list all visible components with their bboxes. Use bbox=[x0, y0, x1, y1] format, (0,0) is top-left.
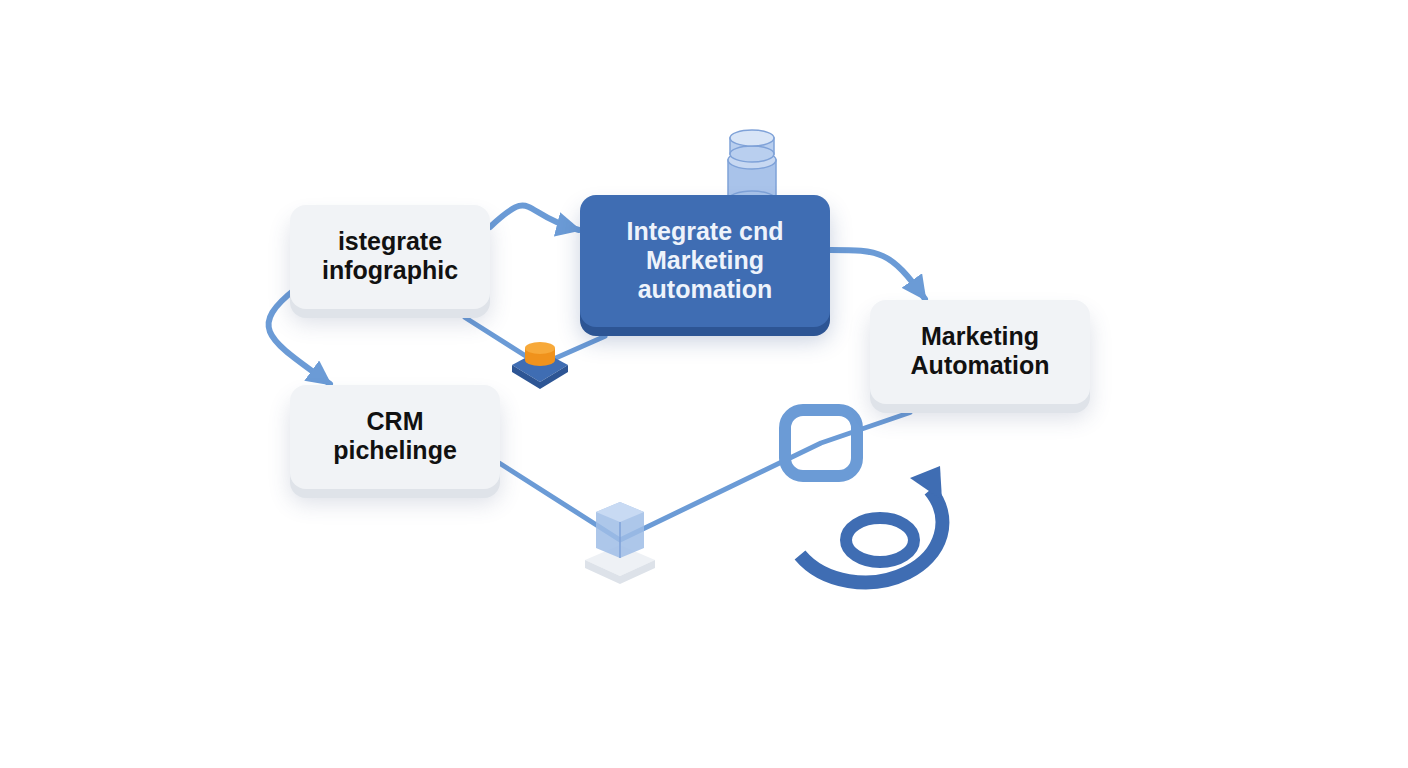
process-box: istegrate infographic bbox=[290, 205, 490, 309]
flow-arrow bbox=[830, 250, 925, 299]
process-box: Marketing Automation bbox=[870, 300, 1090, 404]
ring-connector bbox=[785, 410, 857, 476]
process-box: CRM pichelinge bbox=[290, 385, 500, 489]
cycle-arrow bbox=[800, 466, 942, 582]
highlight-box: Integrate cnd Marketing automation bbox=[580, 195, 830, 327]
glass-cube bbox=[585, 502, 655, 584]
box-label: Integrate cnd Marketing automation bbox=[600, 217, 810, 303]
box-label: Marketing Automation bbox=[890, 322, 1070, 380]
box-label: istegrate infographic bbox=[310, 227, 470, 285]
flow-arrow bbox=[490, 206, 579, 230]
orange-junction bbox=[512, 342, 568, 389]
link-line bbox=[465, 318, 605, 366]
box-label: CRM pichelinge bbox=[310, 407, 480, 465]
